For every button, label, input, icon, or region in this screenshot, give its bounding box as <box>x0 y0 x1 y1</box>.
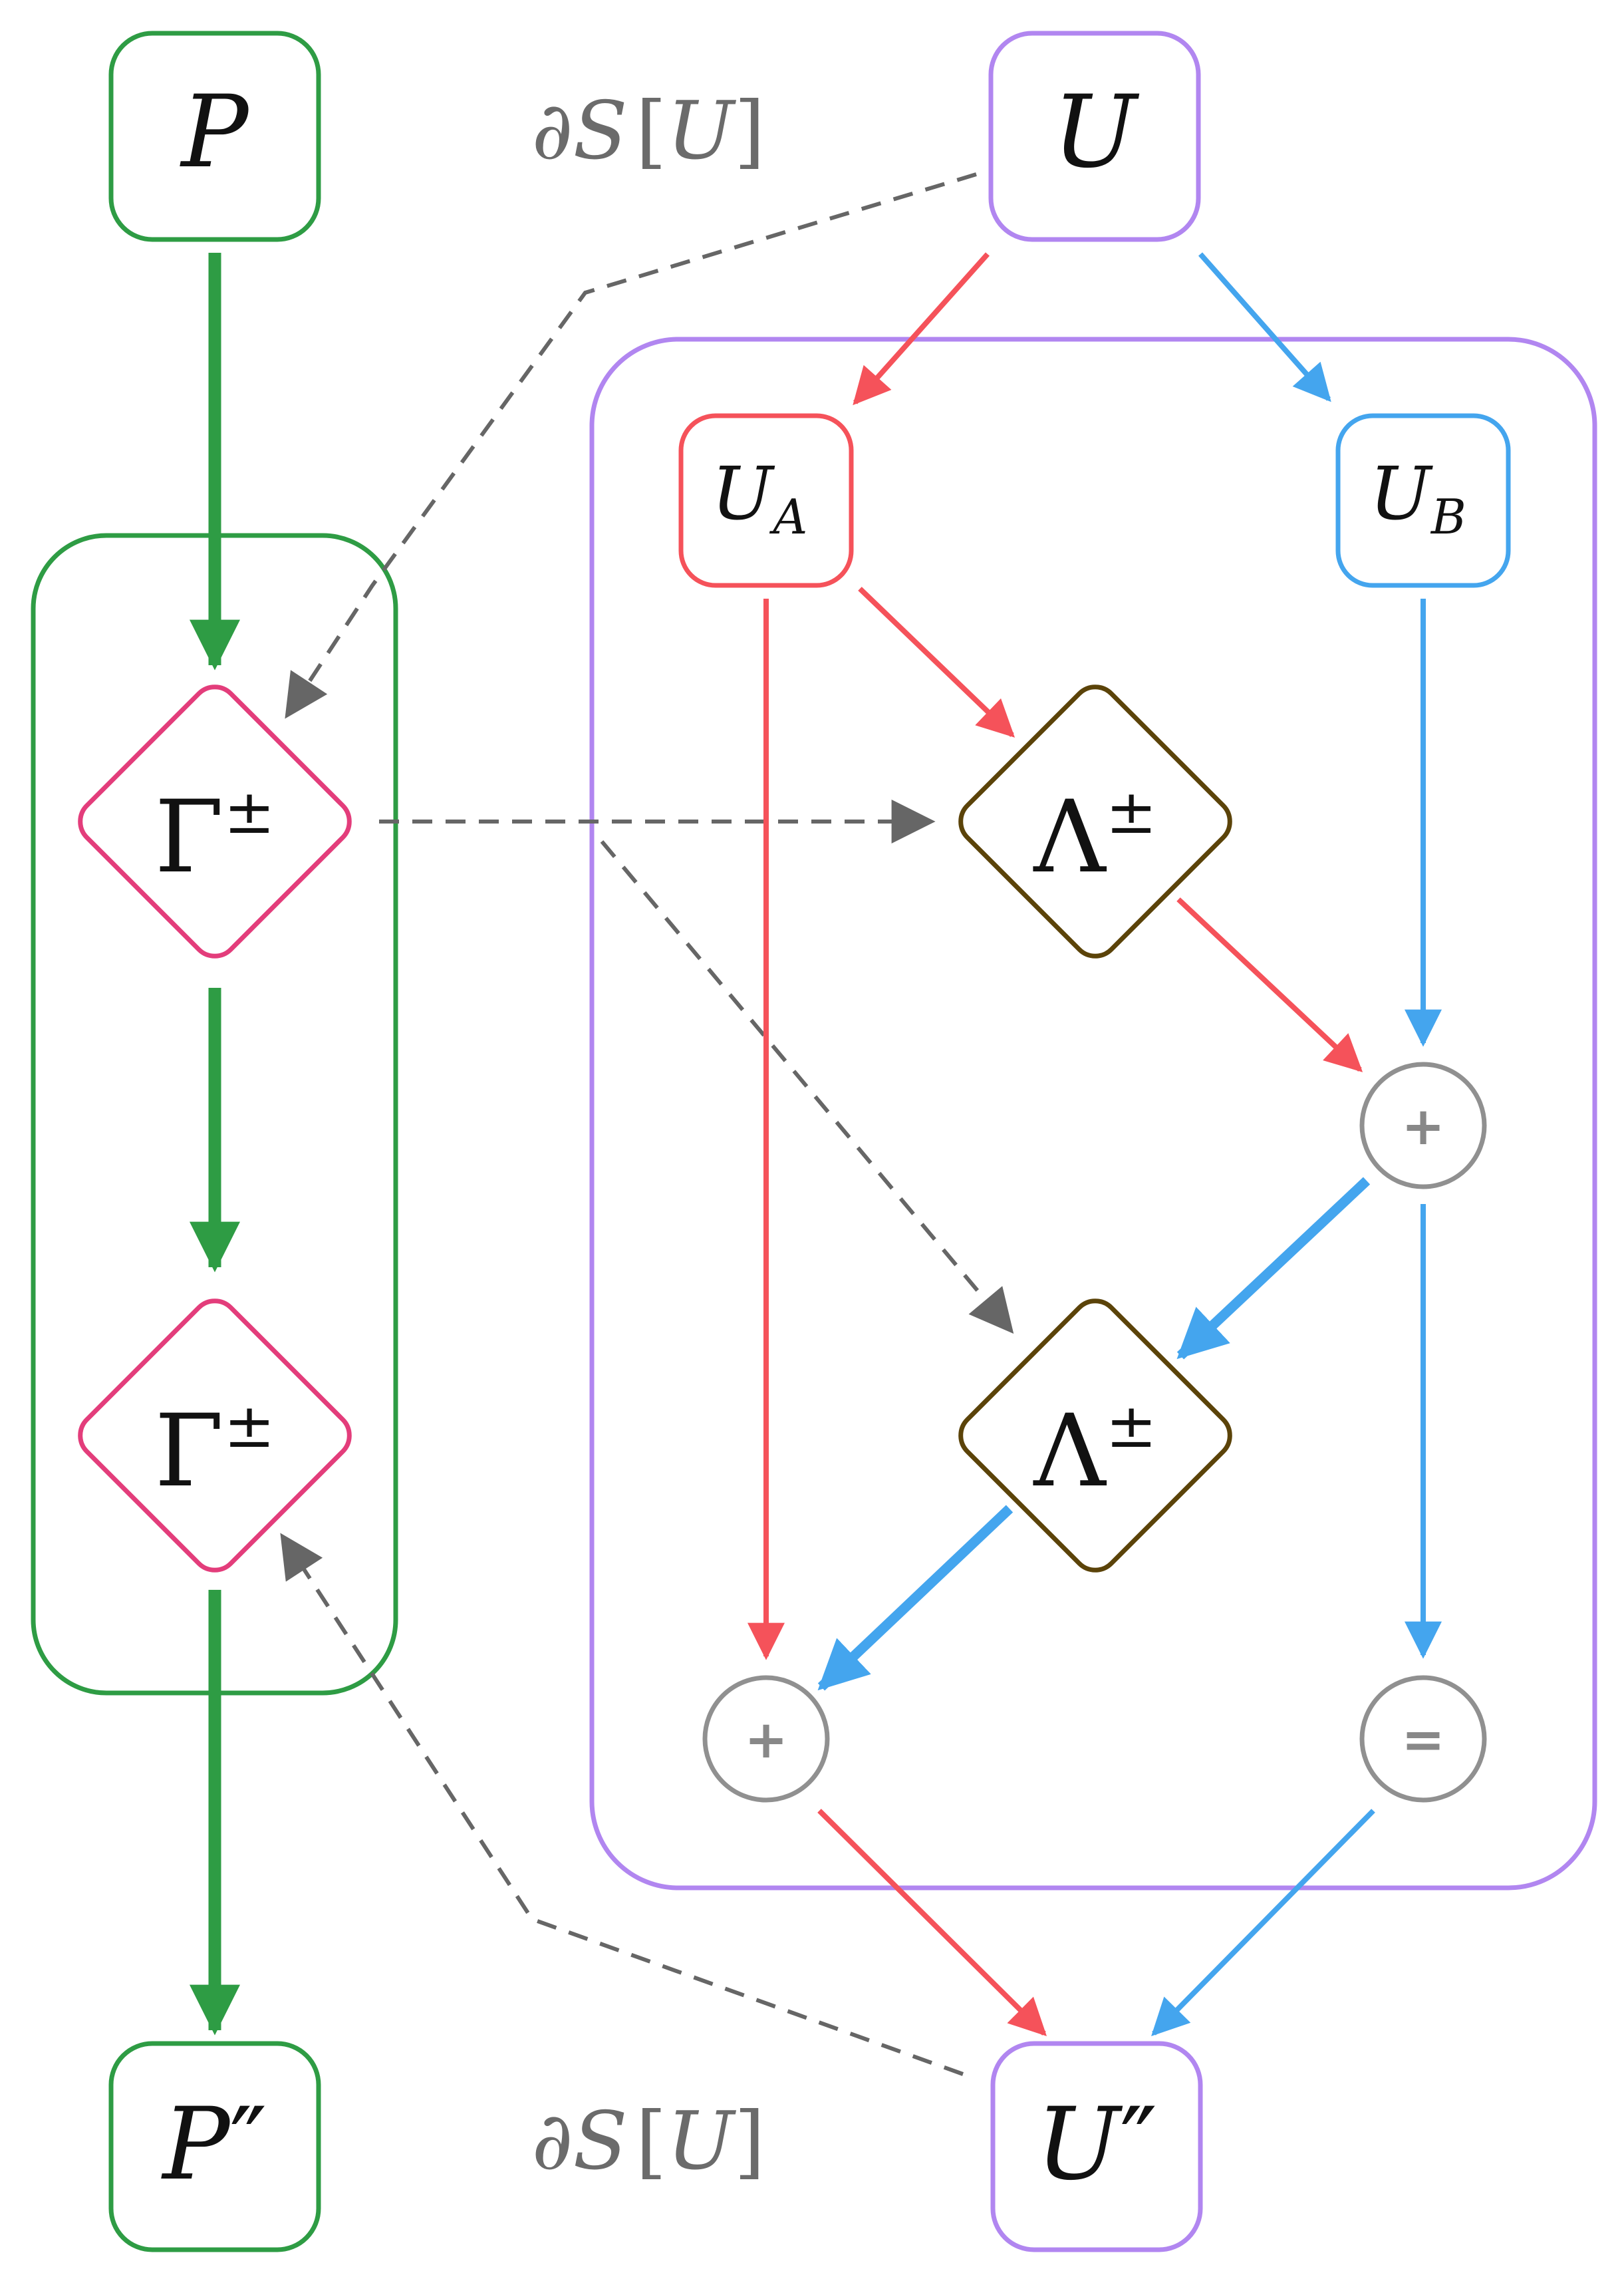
svg-text:Λ±: Λ± <box>1033 776 1156 895</box>
dashed-arrow-U2-to-gamma2 <box>280 1533 964 2076</box>
arrow-U-to-UA <box>853 252 990 406</box>
annotation-boundary-top: ∂S[U] <box>531 85 765 178</box>
node-gamma-1-symbol: Γ <box>154 780 223 895</box>
node-gamma-2-symbol: Γ <box>154 1394 223 1509</box>
dashed-arrow-U-to-gamma1 <box>285 172 977 719</box>
annotation-bottom-U: U <box>667 2095 737 2188</box>
arrow-plus1-to-U2 <box>817 1809 1047 2036</box>
node-P-double-prime: P″ <box>108 2041 321 2252</box>
node-UB-label: U <box>1369 451 1433 536</box>
node-U: U <box>988 31 1201 242</box>
operator-equal: = <box>1359 1675 1487 1803</box>
svg-text:U: U <box>1053 75 1140 190</box>
node-UA-subscript: A <box>769 489 807 545</box>
node-lambda-1-symbol: Λ <box>1033 780 1107 895</box>
arrow-U-to-UB <box>1198 252 1331 402</box>
node-U-double-prime: U″ <box>990 2041 1203 2252</box>
node-gamma-1-superscript: ± <box>223 776 275 847</box>
annotation-boundary-bottom: ∂S[U] <box>531 2095 765 2188</box>
node-P-double-prime-mark: ″ <box>229 2087 267 2202</box>
node-U-double-prime-mark: ″ <box>1120 2087 1157 2202</box>
node-U-label: U <box>1053 75 1140 190</box>
node-lambda-1-superscript: ± <box>1106 776 1157 847</box>
lambda-group-container <box>589 337 1597 1891</box>
annotation-bottom-partial: ∂ <box>531 2095 573 2188</box>
dashed-arrow-gamma1-to-lambda2 <box>600 840 1014 1334</box>
annotation-bottom-S: S <box>573 2095 628 2188</box>
svg-text:P″: P″ <box>161 2087 267 2202</box>
operator-equal-symbol: = <box>1401 1710 1444 1770</box>
node-gamma-2: Γ± <box>78 1298 352 1573</box>
node-P: P <box>108 31 321 242</box>
annotation-top-S: S <box>573 85 628 178</box>
arrow-lambda1-to-plus2 <box>1176 897 1363 1072</box>
svg-text:Λ±: Λ± <box>1033 1390 1156 1509</box>
node-U-double-prime-label: U <box>1036 2087 1123 2202</box>
svg-text:Γ±: Γ± <box>154 1390 275 1509</box>
node-gamma-2-superscript: ± <box>223 1390 275 1461</box>
node-lambda-2-symbol: Λ <box>1033 1394 1107 1509</box>
svg-text:U″: U″ <box>1036 2087 1157 2202</box>
annotation-top-left-bracket: [ <box>636 85 667 178</box>
operator-plus-bottom-symbol: + <box>744 1710 787 1770</box>
annotation-bottom-left-bracket: [ <box>636 2095 667 2188</box>
node-lambda-2-superscript: ± <box>1106 1390 1157 1461</box>
arrow-UA-to-lambda1 <box>858 587 1015 738</box>
annotation-bottom-right-bracket: ] <box>734 2095 765 2188</box>
node-P-double-prime-label: P <box>161 2087 232 2202</box>
arrow-lambda2-to-plus1 <box>817 1505 1014 1691</box>
node-UB-subscript: B <box>1430 489 1466 545</box>
svg-text:P: P <box>180 75 251 190</box>
annotation-top-partial: ∂ <box>531 85 573 178</box>
node-UA-label: U <box>712 451 775 536</box>
operator-plus-top: + <box>1359 1062 1487 1189</box>
annotation-top-U: U <box>667 85 737 178</box>
node-UB: UB <box>1335 413 1511 588</box>
operator-plus-top-symbol: + <box>1401 1097 1444 1157</box>
svg-text:UB: UB <box>1369 451 1466 545</box>
node-UA: UA <box>678 413 854 588</box>
arrow-equal-to-U2 <box>1151 1809 1375 2036</box>
node-P-label: P <box>180 75 251 190</box>
node-lambda-1: Λ± <box>958 684 1232 959</box>
node-gamma-1: Γ± <box>78 684 352 959</box>
annotation-top-right-bracket: ] <box>734 85 765 178</box>
node-lambda-2: Λ± <box>958 1298 1232 1573</box>
operator-plus-bottom: + <box>702 1675 830 1803</box>
svg-text:Γ±: Γ± <box>154 776 275 895</box>
arrow-plus2-to-lambda2 <box>1176 1177 1371 1360</box>
svg-text:UA: UA <box>712 451 808 545</box>
